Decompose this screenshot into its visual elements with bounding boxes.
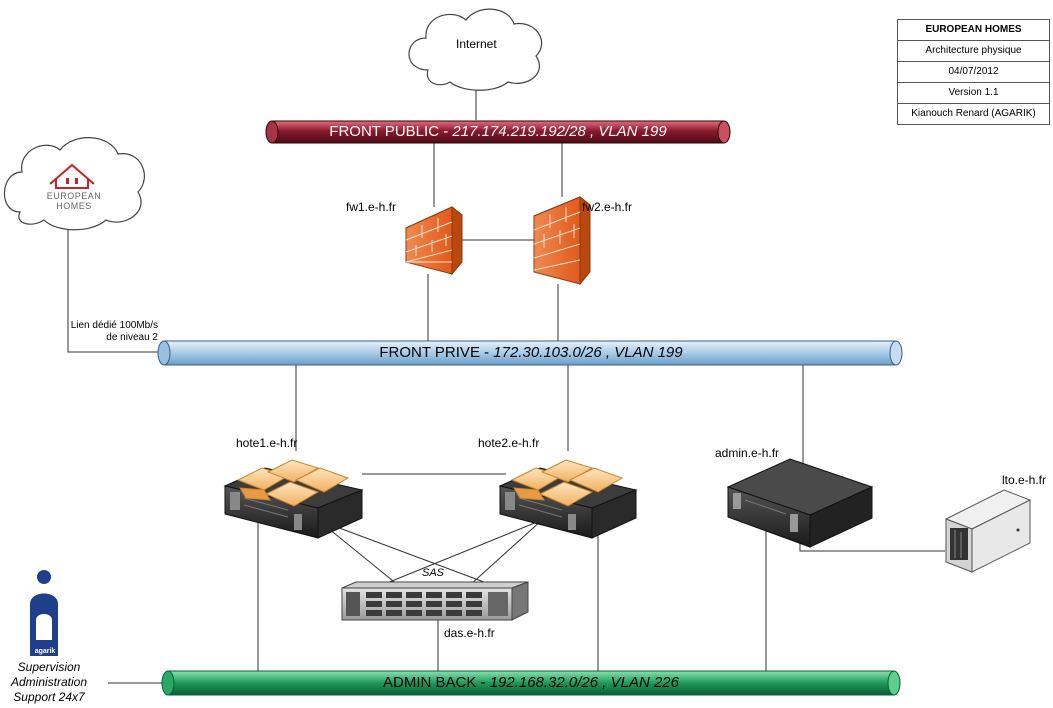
client-cloud-icon (3, 137, 145, 231)
front-prive-bus (157, 340, 903, 366)
front-prive-detail: 172.30.103.0/26 , VLAN 199 (493, 344, 683, 361)
agarik-line3: Support 24x7 (13, 690, 85, 704)
admin-server-icon (726, 458, 874, 548)
internet-label: Internet (456, 37, 497, 51)
front-public-bus (265, 120, 731, 144)
admin-back-name: ADMIN BACK - (382, 674, 490, 691)
client-logo-line1: EUROPEAN (46, 191, 102, 201)
agarik-line1: Supervision (17, 660, 81, 674)
das-storage-icon (341, 581, 529, 621)
admin-back-label: ADMIN BACK - 192.168.32.0/26 , VLAN 226 (176, 674, 886, 691)
agarik-logo-text: agarik (34, 648, 56, 655)
admin-back-detail: 192.168.32.0/26 , VLAN 226 (489, 674, 679, 691)
connection-lines (67, 85, 945, 684)
client-logo-text: EUROPEAN HOMES (32, 191, 116, 211)
hote1-label: hote1.e-h.fr (236, 436, 298, 450)
lto-tape-library-icon (944, 489, 1032, 573)
document-info-box: EUROPEAN HOMES Architecture physique 04/… (897, 19, 1050, 125)
fw2-firewall-icon (533, 195, 591, 286)
lto-label: lto.e-h.fr (1002, 473, 1047, 487)
admin-label: admin.e-h.fr (715, 446, 780, 460)
fw1-label: fw1.e-h.fr (346, 200, 397, 214)
front-prive-label: FRONT PRIVE - 172.30.103.0/26 , VLAN 199 (176, 344, 886, 361)
european-homes-logo-icon (49, 163, 95, 189)
fw2-label: fw2.e-h.fr (582, 200, 633, 214)
info-author: Kianouch Renard (AGARIK) (911, 108, 1036, 119)
front-public-name: FRONT PUBLIC - (329, 123, 453, 140)
agarik-services: Supervision Administration Support 24x7 (4, 660, 94, 705)
hote2-label: hote2.e-h.fr (478, 436, 540, 450)
agarik-logo-icon (30, 570, 58, 656)
hote1-server-icon (223, 459, 364, 539)
front-prive-name: FRONT PRIVE - (379, 344, 494, 361)
fw1-firewall-icon (405, 205, 463, 276)
dedicated-link-label: Lien dédié 100Mb/s de niveau 2 (58, 320, 158, 344)
agarik-line2: Administration (10, 675, 88, 689)
sas-label: SAS (422, 567, 445, 579)
admin-back-bus (161, 670, 901, 696)
info-doc-type: Architecture physique (898, 41, 1049, 62)
hote2-server-icon (498, 459, 638, 539)
dedicated-link-line2: de niveau 2 (106, 332, 158, 343)
dedicated-link-line1: Lien dédié 100Mb/s (70, 320, 158, 331)
internet-cloud-icon (408, 8, 543, 91)
info-company: EUROPEAN HOMES (898, 20, 1049, 41)
client-logo-line2: HOMES (56, 201, 92, 211)
front-public-detail: 217.174.219.192/28 , VLAN 199 (452, 123, 667, 140)
front-public-label: FRONT PUBLIC - 217.174.219.192/28 , VLAN… (280, 123, 716, 140)
info-date: 04/07/2012 (898, 62, 1049, 83)
info-version: Version 1.1 (898, 83, 1049, 104)
das-label: das.e-h.fr (444, 626, 495, 640)
